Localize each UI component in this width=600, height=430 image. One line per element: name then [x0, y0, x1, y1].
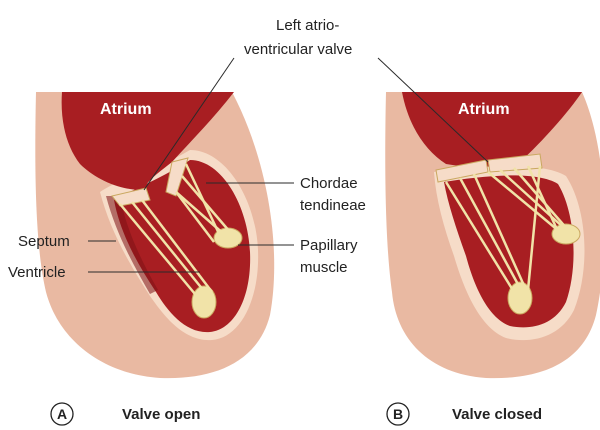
papillary-label-line1: Papillary — [300, 237, 358, 254]
panel-a — [35, 92, 274, 378]
valve-label-line1: Left atrio- — [276, 17, 339, 34]
panel-letter-a: A — [57, 406, 67, 422]
chordae-label-line1: Chordae — [300, 175, 358, 192]
septum-label: Septum — [18, 233, 70, 250]
chordae-label-line2: tendineae — [300, 197, 366, 214]
caption-a: A Valve open — [51, 403, 200, 425]
atrium-label-a: Atrium — [100, 101, 152, 118]
papillary-label-line2: muscle — [300, 259, 348, 276]
panel-b — [385, 92, 600, 378]
atrium-label-b: Atrium — [458, 101, 510, 118]
valve-label-line2: ventricular valve — [244, 41, 352, 58]
caption-b: B Valve closed — [387, 403, 542, 425]
panel-letter-b: B — [393, 406, 403, 422]
caption-text-a: Valve open — [122, 406, 200, 423]
ventricle-label: Ventricle — [8, 264, 66, 281]
caption-text-b: Valve closed — [452, 406, 542, 423]
